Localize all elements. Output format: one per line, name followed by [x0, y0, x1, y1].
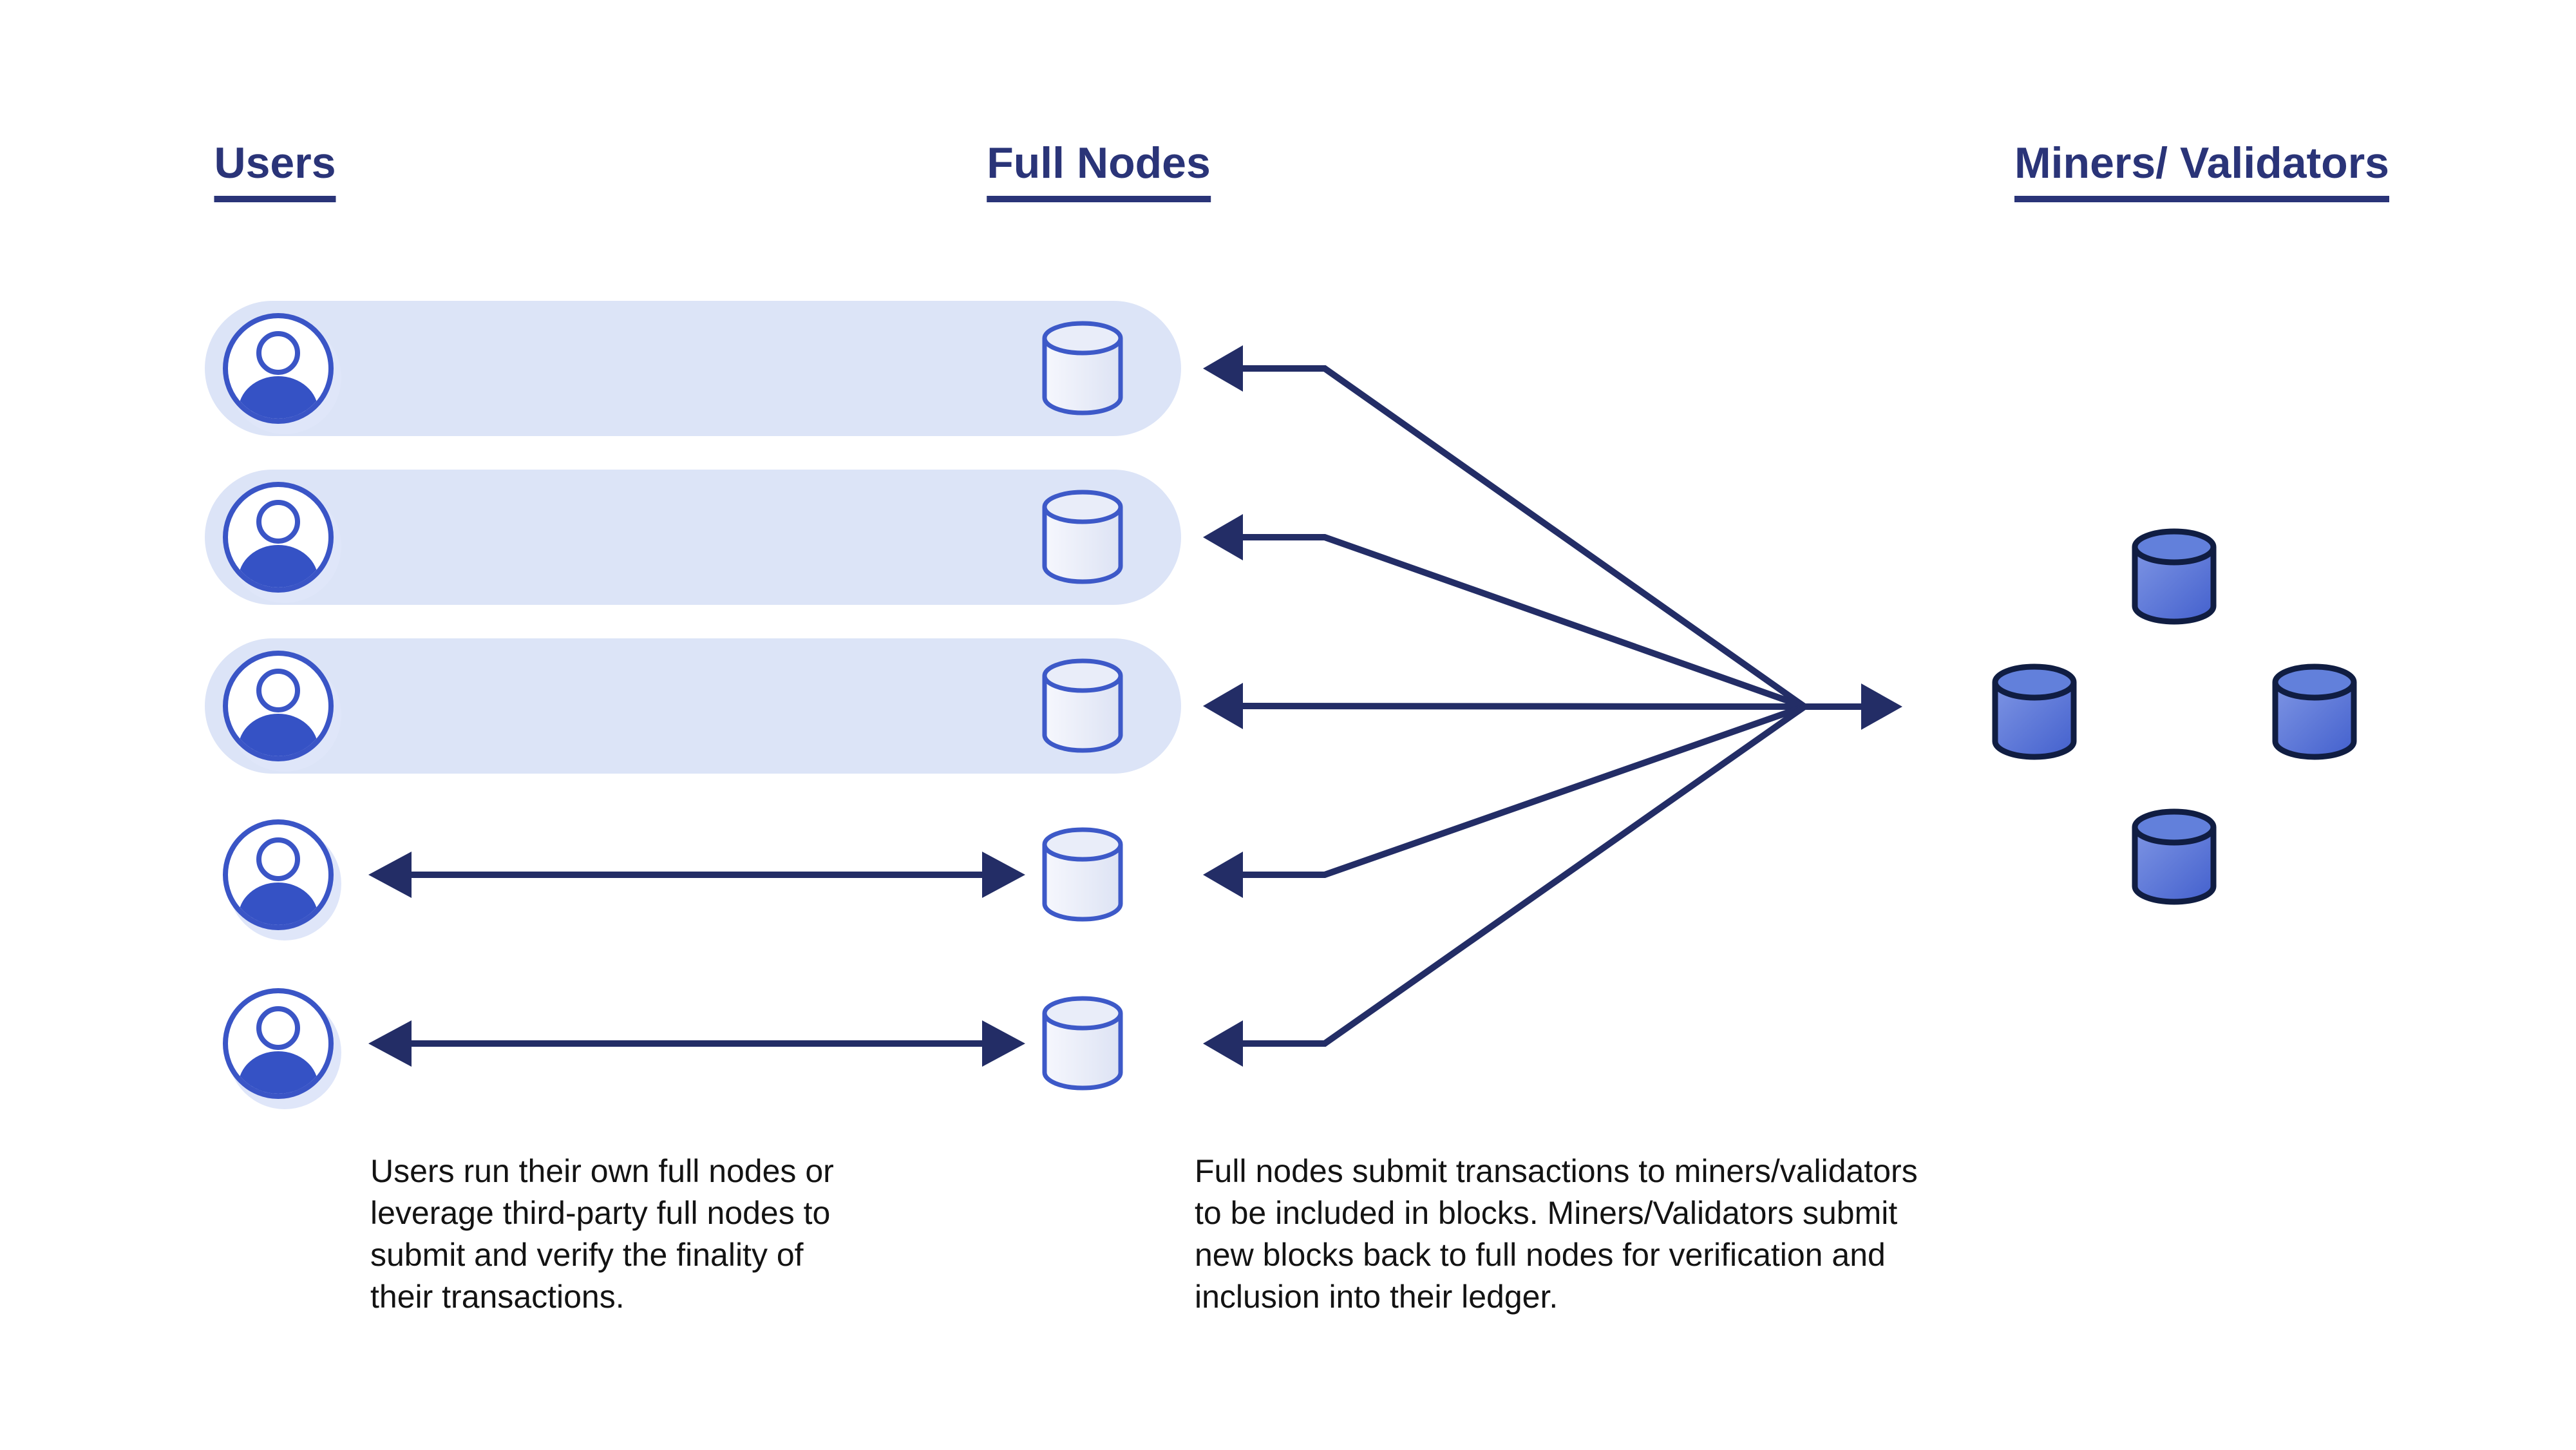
arrowhead-to-node5-left: [982, 1020, 1025, 1067]
arrow-node1-to-hub: [1240, 365, 1806, 710]
arrowhead-to-node4: [1203, 852, 1243, 898]
column-header-users: Users: [214, 138, 336, 202]
user-avatar-icon: [223, 819, 334, 930]
arrow-node5-to-hub: [1240, 703, 1806, 1047]
user-avatar-icon: [223, 988, 334, 1099]
miner-validator-cylinder-icon: [2132, 528, 2217, 625]
arrowhead-to-node4-left: [982, 852, 1025, 898]
miner-validator-cylinder-icon: [2132, 808, 2217, 905]
users-caption: Users run their own full nodes or levera…: [370, 1153, 834, 1315]
full-node-cylinder-icon: [1042, 321, 1123, 415]
full-node-cylinder-icon: [1042, 827, 1123, 922]
arrowhead-to-user5: [368, 1020, 412, 1067]
arrowhead-to-node5: [1203, 1020, 1243, 1067]
column-header-full-nodes: Full Nodes: [987, 138, 1211, 202]
arrowhead-to-node1: [1203, 345, 1243, 392]
full-nodes-caption: Full nodes submit transactions to miners…: [1195, 1153, 1918, 1315]
user-node-pill: [205, 301, 1181, 436]
arrow-node4-to-hub: [1240, 703, 1806, 878]
full-node-cylinder-icon: [1042, 996, 1123, 1091]
arrow-node3-to-hub: [1239, 703, 1805, 710]
arrowhead-to-miners: [1861, 683, 1902, 730]
user-avatar-icon: [223, 313, 334, 424]
column-header-miners-validators: Miners/ Validators: [2014, 138, 2389, 202]
user-avatar-icon: [223, 651, 334, 761]
user-node-pill: [205, 638, 1181, 774]
miner-validator-cylinder-icon: [2272, 663, 2357, 760]
user-avatar-icon: [223, 482, 334, 593]
arrowhead-to-node3: [1203, 683, 1243, 729]
arrow-node2-to-hub: [1240, 534, 1806, 710]
arrowhead-to-node2: [1203, 514, 1243, 560]
miner-validator-cylinder-icon: [1992, 663, 2077, 760]
full-node-cylinder-icon: [1042, 490, 1123, 584]
arrowhead-to-user4: [368, 852, 412, 898]
full-node-cylinder-icon: [1042, 658, 1123, 753]
user-node-pill: [205, 470, 1181, 605]
